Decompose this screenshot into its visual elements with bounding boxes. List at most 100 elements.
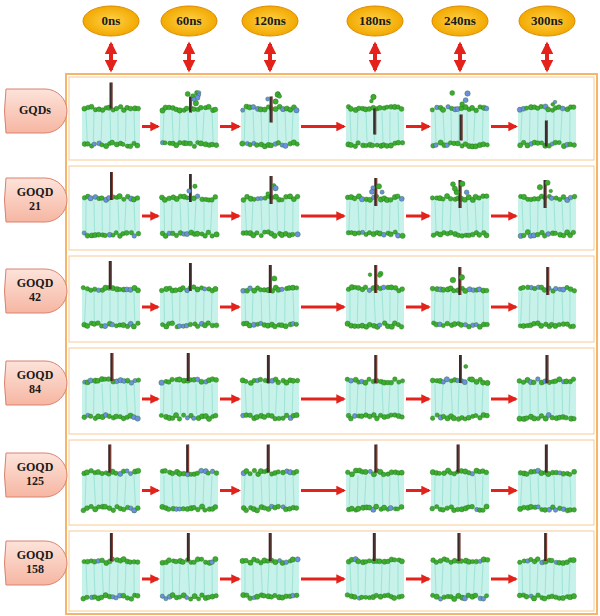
membrane-snapshot	[82, 172, 141, 238]
step-arrow	[406, 306, 429, 309]
membrane-snapshot	[81, 261, 140, 329]
membrane-snapshot	[159, 174, 219, 238]
label-text: 60ns	[176, 14, 201, 29]
row-panel	[69, 256, 594, 342]
membrane-snapshot	[345, 265, 405, 329]
step-arrow	[491, 306, 516, 309]
row-panel	[69, 531, 594, 611]
step-arrow	[301, 125, 344, 128]
time-label: 0ns	[82, 5, 140, 37]
step-arrow	[142, 489, 158, 492]
step-arrow	[491, 125, 516, 128]
time-label: 300ns	[518, 5, 576, 37]
label-text: GOQD 42	[15, 277, 55, 305]
membrane-snapshot	[241, 445, 299, 513]
membrane-snapshot	[430, 267, 489, 329]
step-arrow	[301, 306, 344, 309]
membrane-snapshot	[430, 355, 490, 421]
step-arrow	[301, 398, 344, 401]
label-text: 120ns	[254, 14, 286, 29]
label-text: 0ns	[102, 14, 121, 29]
double-arrow	[187, 44, 191, 70]
step-arrow	[406, 398, 429, 401]
membrane-snapshot	[81, 533, 140, 601]
label-text: GOQD 125	[15, 461, 55, 489]
membrane-snapshot	[430, 533, 490, 602]
step-arrow	[301, 215, 344, 218]
membrane-snapshot	[345, 178, 405, 239]
time-label: 240ns	[431, 5, 489, 37]
row-panel	[69, 440, 594, 525]
membrane-snapshot	[346, 94, 405, 148]
membrane-snapshot	[517, 533, 576, 601]
step-arrow	[220, 125, 239, 128]
membrane-snapshot	[430, 445, 489, 513]
double-arrow	[373, 44, 377, 70]
membrane-snapshot	[159, 263, 219, 329]
time-label: 60ns	[160, 5, 218, 37]
membrane-snapshot	[518, 180, 577, 239]
step-arrow	[142, 398, 158, 401]
membrane-snapshot	[430, 91, 489, 149]
step-arrow	[220, 215, 239, 218]
row-panel	[69, 348, 594, 434]
label-text: GOQD 21	[15, 186, 55, 214]
time-label: 120ns	[241, 5, 299, 37]
double-arrow	[458, 44, 462, 70]
membrane-snapshot	[240, 92, 300, 149]
step-arrow	[406, 578, 429, 581]
step-arrow	[142, 215, 158, 218]
step-arrow	[491, 215, 516, 218]
step-arrow	[220, 306, 239, 309]
double-arrow	[109, 44, 113, 70]
time-label: 180ns	[346, 5, 404, 37]
membrane-snapshot	[345, 445, 404, 513]
step-arrow	[406, 125, 429, 128]
membrane-snapshot	[518, 267, 577, 329]
membrane-snapshot	[160, 445, 219, 513]
membrane-snapshot	[82, 353, 141, 421]
step-arrow	[220, 398, 239, 401]
step-arrow	[220, 578, 239, 581]
outer-frame	[66, 74, 597, 614]
label-text: GQDs	[15, 104, 55, 118]
row-panel	[69, 77, 594, 160]
label-text: 240ns	[444, 14, 476, 29]
membrane-snapshot	[517, 355, 576, 422]
membrane-snapshot	[240, 533, 300, 601]
label-text: GOQD 158	[15, 549, 55, 577]
membrane-snapshot	[81, 445, 141, 513]
membrane-snapshot	[430, 180, 489, 238]
membrane-snapshot	[241, 265, 299, 329]
step-arrow	[491, 489, 516, 492]
group-label: GOQD 158	[2, 540, 68, 586]
step-arrow	[406, 489, 429, 492]
group-label: GOQD 42	[2, 268, 68, 314]
group-label: GOQD 125	[2, 452, 68, 498]
membrane-snapshot	[241, 176, 300, 238]
step-arrow	[142, 125, 158, 128]
step-arrow	[406, 215, 429, 218]
label-text: 300ns	[531, 14, 563, 29]
group-label: GOQD 84	[2, 360, 68, 406]
step-arrow	[301, 578, 344, 581]
membrane-snapshot	[240, 355, 300, 421]
double-arrow	[545, 44, 549, 70]
label-text: 180ns	[359, 14, 391, 29]
row-panel	[69, 166, 594, 250]
step-arrow	[491, 398, 516, 401]
membrane-snapshot	[518, 445, 577, 513]
label-text: GOQD 84	[15, 369, 55, 397]
membrane-snapshot	[159, 353, 219, 422]
membrane-snapshot	[345, 355, 405, 421]
membrane-snapshot	[517, 100, 576, 148]
membrane-snapshot	[345, 533, 404, 601]
group-label: GQDs	[2, 88, 68, 134]
step-arrow	[301, 489, 344, 492]
membrane-snapshot	[82, 83, 141, 149]
step-arrow	[142, 578, 158, 581]
step-arrow	[491, 578, 516, 581]
